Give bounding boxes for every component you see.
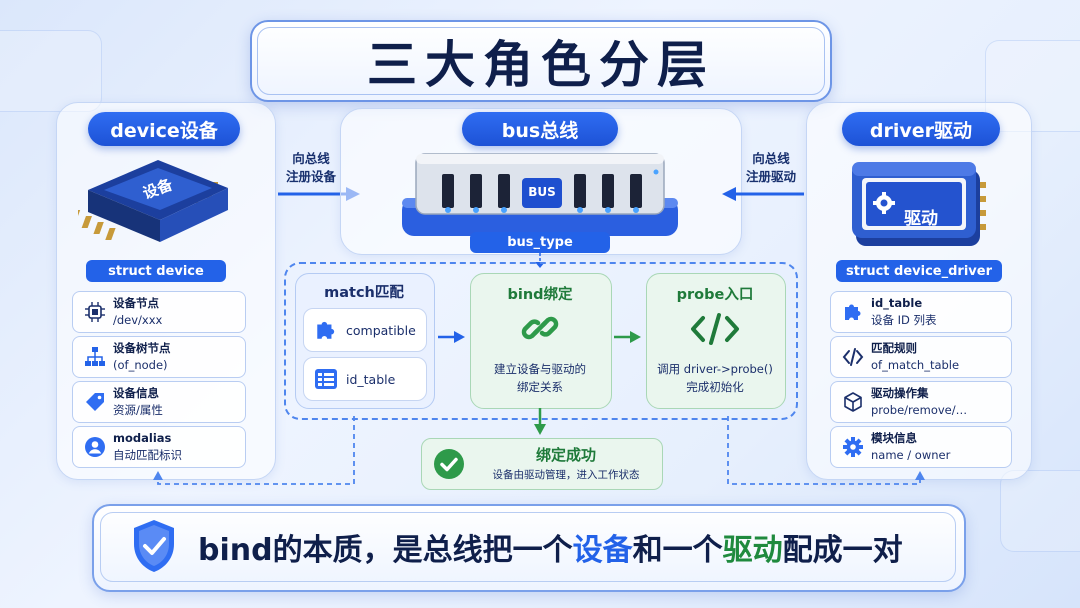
item-title: 模块信息 [871,431,917,445]
summary-device: 设备 [572,533,633,568]
left-dashed-connector [150,414,360,490]
bus-label: BUS [528,185,556,199]
summary-banner [92,504,966,592]
item-title: modalias [113,431,172,445]
device-header: device设备 [88,112,240,146]
item-title: id_table [871,296,923,310]
device-struct-label: struct device [86,260,226,282]
item-title: 设备树节点 [113,341,171,355]
item-title: 驱动操作集 [871,386,929,400]
driver-chip-label: 驱动 [904,209,938,229]
link-icon [520,308,560,348]
success-title: 绑定成功 [535,446,596,464]
device-item-info: 设备信息资源/属性 [72,381,246,423]
item-detail: (of_node) [113,358,168,372]
bus-icon: BUS [398,150,682,242]
gear-icon [835,436,871,458]
match-item-id-table: id_table [303,357,427,401]
bus-header: bus总线 [462,112,618,146]
bg-decoration [1000,470,1080,552]
device-item-tree: 设备树节点 (of_node) [72,336,246,378]
item-detail: 资源/属性 [113,403,163,417]
table-icon [314,368,338,390]
bind-box [470,273,612,409]
summary-banner-inner [100,512,956,582]
item-detail: 设备 ID 列表 [871,313,937,327]
cube-icon [835,391,871,413]
match-title: match匹配 [324,285,404,301]
bind-desc: 建立设备与驱动的绑定关系 [494,362,586,394]
register-device-label: 向总线注册设备 [285,151,336,184]
item-detail: name / owner [871,448,951,462]
device-chip-icon: 设备 [78,150,238,258]
item-detail: of_match_table [871,358,960,372]
driver-item-ops: 驱动操作集 probe/remove/… [830,381,1012,423]
match-item-label: compatible [346,322,416,338]
bind-to-success-arrow [533,408,547,436]
bind-to-probe-arrow [614,330,642,344]
right-dashed-connector [722,414,932,490]
success-subtitle: 设备由驱动管理，进入工作状态 [492,469,640,481]
user-icon [77,436,113,458]
title-banner: 三大角色分层 [250,20,832,102]
tag-icon [77,391,113,413]
driver-header: driver驱动 [842,112,1000,146]
match-item-label: id_table [346,371,396,387]
probe-desc: 调用 driver->probe()完成初始化 [657,362,773,394]
page-title: 三大角色分层 [367,36,715,94]
driver-item-module: 模块信息 name / owner [830,426,1012,468]
bg-decoration [0,30,102,112]
puzzle-icon [314,318,338,342]
chip-icon [77,301,113,323]
match-to-bind-arrow [438,330,466,344]
summary-driver: 驱动 [722,533,783,568]
puzzle-icon [835,301,871,323]
register-driver-label: 向总线注册驱动 [745,151,796,184]
summary-text: bind的本质，是总线把一个设备和一个驱动配成一对 [198,533,903,568]
shield-check-icon [130,518,178,574]
check-icon [433,448,465,480]
driver-item-id-table: id_table 设备 ID 列表 [830,291,1012,333]
code-icon [835,346,871,368]
item-title: 设备信息 [113,386,159,400]
item-title: 设备节点 [113,296,159,310]
probe-box [646,273,786,409]
register-driver-arrow [720,186,806,202]
device-item-node: 设备节点/dev/xxx [72,291,246,333]
item-title: 匹配规则 [871,341,917,355]
probe-title: probe入口 [676,287,754,303]
item-detail: probe/remove/… [871,403,968,417]
bus-type-label: bus_type [470,232,610,253]
match-item-compatible: compatible [303,308,427,352]
bind-title: bind绑定 [507,287,573,303]
device-item-modalias: modalias 自动匹配标识 [72,426,246,468]
item-detail: /dev/xxx [113,313,163,327]
driver-item-match-rules: 匹配规则 of_match_table [830,336,1012,378]
item-detail: 自动匹配标识 [113,448,182,462]
tree-icon [77,346,113,368]
code-icon [690,312,740,346]
driver-struct-label: struct device_driver [836,260,1002,282]
driver-module-icon: 驱动 [848,152,992,256]
